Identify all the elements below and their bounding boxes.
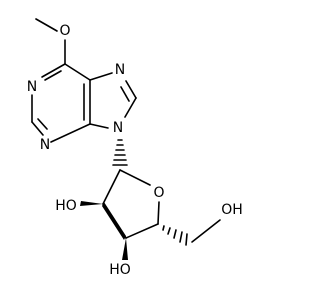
bond-c2-c1 — [102, 169, 121, 205]
bond-c4-c3 — [125, 223, 159, 239]
bond-c3-c2-wedge-edge — [102, 202, 126, 240]
label-ring-o: O — [153, 185, 164, 201]
bond-c6-n1-double — [44, 70, 62, 81]
atom-labels: O N N N N O HO HO OH — [27, 23, 243, 278]
bond-c8-n9 — [124, 97, 137, 118]
bond-n7-c8 — [125, 80, 137, 99]
hash-c4-5 — [185, 233, 188, 246]
ribose-ring — [102, 169, 160, 240]
glycosidic-bond-hashed — [112, 139, 128, 166]
hash-c4-1 — [162, 225, 165, 231]
label-n7: N — [115, 62, 125, 78]
label-n3: N — [40, 137, 50, 153]
bond-c6-n1 — [41, 63, 66, 78]
bond-c5-c6 — [64, 63, 91, 81]
label-oh2: HO — [55, 198, 77, 214]
hash-c4-3 — [173, 229, 177, 239]
wedge-c3-oh — [122, 238, 128, 260]
bond-ch2-oh — [191, 219, 221, 243]
structure-canvas: O N N N N O HO HO OH — [27, 18, 243, 278]
imidazole-ring — [89, 72, 137, 129]
label-oh3: HO — [109, 262, 131, 278]
bond-c2-n3-double — [37, 118, 48, 130]
label-oh5: OH — [221, 202, 243, 218]
wedge-c2-oh — [80, 201, 103, 206]
bond-n3-c4 — [50, 123, 91, 143]
ribose-substituents — [80, 201, 221, 260]
bond-c1-o4 — [119, 169, 151, 186]
label-methoxy-o: O — [59, 23, 70, 39]
bond-n7-c8-double — [120, 86, 130, 102]
bond-methyl-o — [35, 18, 58, 32]
bond-c5-n7 — [89, 72, 113, 81]
label-n9: N — [113, 120, 123, 136]
bond-n9-c4 — [89, 123, 109, 129]
bond-o4-c4 — [157, 201, 160, 225]
hash-c4-2 — [167, 227, 171, 235]
label-n1: N — [27, 79, 37, 95]
bond-c2-n3 — [31, 121, 44, 136]
pyrimidine-ring — [31, 63, 91, 143]
hash-c4-4 — [179, 231, 183, 243]
molecule-diagram: O N N N N O HO HO OH — [27, 18, 243, 278]
methoxy-group — [35, 18, 66, 65]
